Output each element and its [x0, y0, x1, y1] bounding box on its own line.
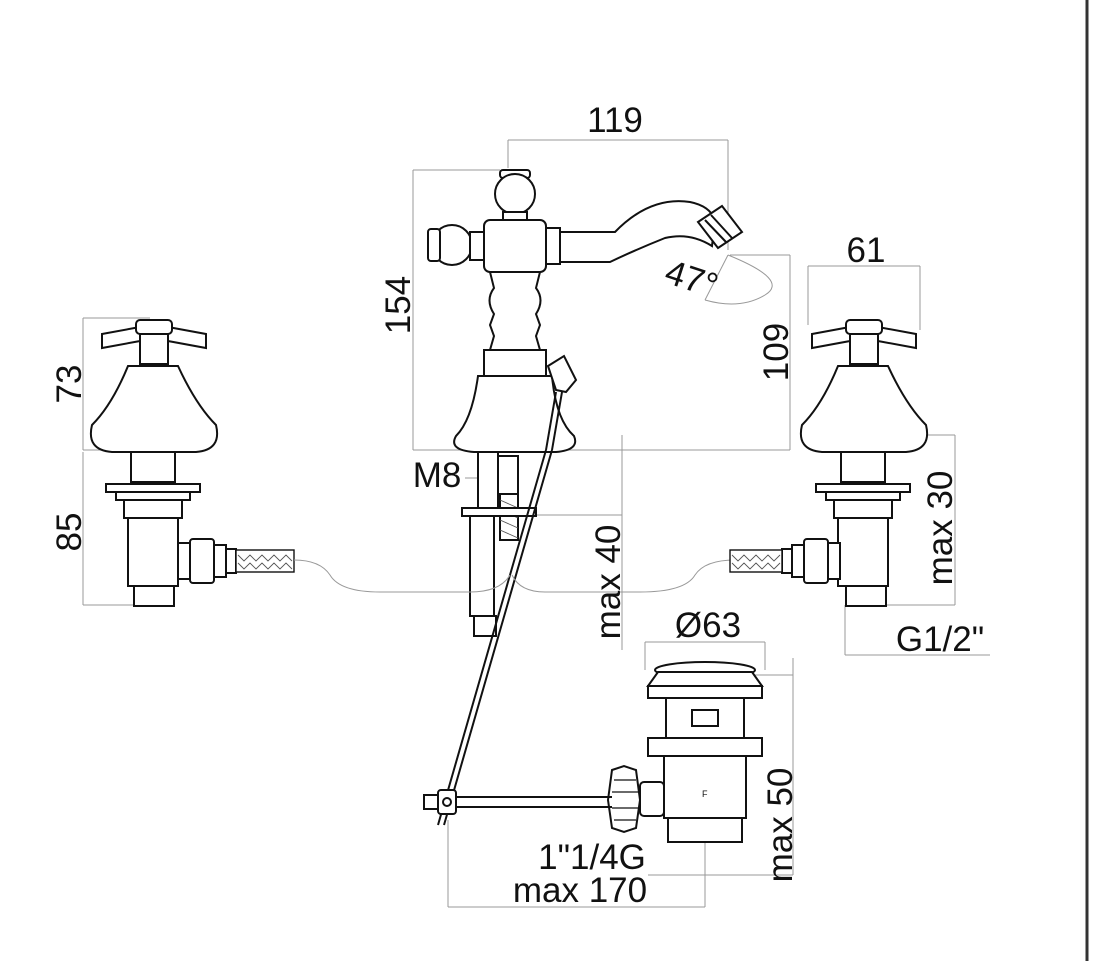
dim-deck-max-30: max 30 — [921, 471, 960, 586]
dimension-lines — [82, 139, 990, 908]
dim-waste-max-50: max 50 — [761, 768, 800, 883]
dim-rod-max-170: max 170 — [513, 871, 647, 910]
dim-mixer-height: 154 — [379, 276, 418, 334]
dim-inlet-thread: G1/2" — [896, 620, 984, 659]
hose-right — [511, 559, 736, 593]
dim-thread-m8: M8 — [413, 456, 462, 495]
right-tap — [729, 319, 928, 607]
dim-tap-height: 73 — [50, 365, 89, 404]
dimension-labels: 119 61 47° 154 109 73 85 M8 max 40 max 3… — [50, 101, 984, 910]
dim-handle-width: 61 — [847, 231, 886, 270]
dim-deck-max-40: max 40 — [589, 525, 628, 640]
dim-spout-height: 109 — [757, 323, 796, 381]
dim-waste-thread: 1"1/4G — [538, 838, 646, 877]
svg-text:F: F — [702, 789, 708, 799]
bidet-mixer — [427, 169, 744, 826]
pop-up-waste: F — [423, 661, 764, 843]
dim-tap-body: 85 — [50, 513, 89, 552]
dim-waste-diameter: Ø63 — [675, 606, 741, 645]
dim-spout-reach: 119 — [587, 101, 643, 140]
left-tap — [90, 319, 295, 607]
hose-left — [293, 559, 511, 593]
dim-spray-angle: 47° — [660, 252, 722, 305]
